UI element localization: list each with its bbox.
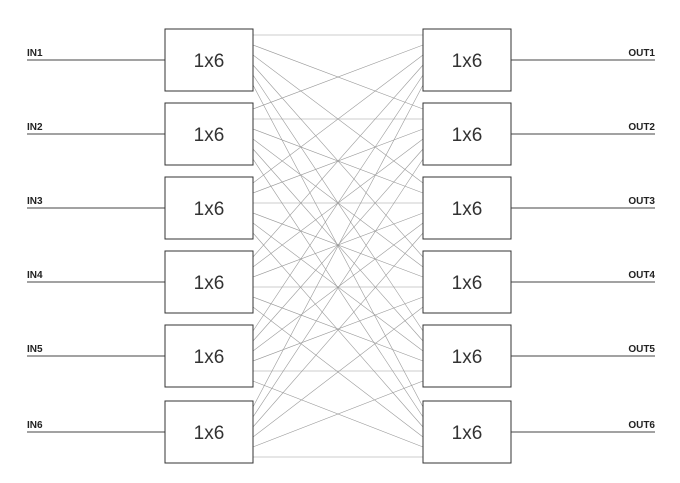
output-row: 1x6 OUT5 xyxy=(422,324,655,388)
input-port-label: IN1 xyxy=(27,48,43,59)
fiber-link xyxy=(252,84,424,408)
input-switch-label: 1x6 xyxy=(194,51,225,72)
input-row: IN2 1x6 xyxy=(27,102,254,166)
output-switch-label: 1x6 xyxy=(452,423,483,444)
output-switch-box xyxy=(422,324,512,388)
fiber-link xyxy=(252,380,424,448)
output-port-label: OUT1 xyxy=(628,48,655,59)
output-port-label: OUT4 xyxy=(628,270,655,281)
fiber-link xyxy=(252,158,424,418)
input-row: IN6 1x6 xyxy=(27,400,254,464)
output-port-label: OUT6 xyxy=(628,420,655,431)
input-switch-box xyxy=(164,400,254,464)
input-switch-box xyxy=(164,176,254,240)
input-row: IN3 1x6 xyxy=(27,176,254,240)
output-row: 1x6 OUT2 xyxy=(422,102,655,166)
fiber-link xyxy=(252,44,424,110)
fiber-link xyxy=(252,148,424,342)
input-port-label: IN5 xyxy=(27,344,43,355)
output-switch-box xyxy=(422,400,512,464)
output-port-label: OUT3 xyxy=(628,196,655,207)
output-row: 1x6 OUT4 xyxy=(422,250,655,314)
input-switch-label: 1x6 xyxy=(194,423,225,444)
input-switch-box xyxy=(164,102,254,166)
input-row: IN5 1x6 xyxy=(27,324,254,388)
output-switch-label: 1x6 xyxy=(452,199,483,220)
output-port-label: OUT2 xyxy=(628,122,655,133)
input-port-label: IN6 xyxy=(27,420,43,431)
fiber-link xyxy=(252,306,424,438)
interconnect-mesh xyxy=(252,34,424,458)
output-port-label: OUT5 xyxy=(628,344,655,355)
output-switch-label: 1x6 xyxy=(452,51,483,72)
input-port-label: IN4 xyxy=(27,270,43,281)
output-row: 1x6 OUT1 xyxy=(422,28,655,92)
input-row: IN1 1x6 xyxy=(27,28,254,92)
input-switch-label: 1x6 xyxy=(194,199,225,220)
input-row: IN4 1x6 xyxy=(27,250,254,314)
input-switch-box xyxy=(164,250,254,314)
input-switch-label: 1x6 xyxy=(194,125,225,146)
output-row: 1x6 OUT6 xyxy=(422,400,655,464)
input-switch-label: 1x6 xyxy=(194,347,225,368)
output-switch-label: 1x6 xyxy=(452,125,483,146)
fiber-link xyxy=(252,222,424,352)
fiber-link xyxy=(252,64,424,258)
input-port-label: IN2 xyxy=(27,122,43,133)
input-switch-label: 1x6 xyxy=(194,273,225,294)
fiber-link xyxy=(252,296,424,362)
input-port-label: IN3 xyxy=(27,196,43,207)
fiber-link xyxy=(252,232,424,428)
output-switch-label: 1x6 xyxy=(452,347,483,368)
input-switch-box xyxy=(164,324,254,388)
output-row: 1x6 OUT3 xyxy=(422,176,655,240)
fiber-link xyxy=(252,54,424,184)
fiber-link xyxy=(252,74,424,332)
output-switch-label: 1x6 xyxy=(452,273,483,294)
output-switch-box xyxy=(422,28,512,92)
output-switch-box xyxy=(422,176,512,240)
input-switch-box xyxy=(164,28,254,92)
